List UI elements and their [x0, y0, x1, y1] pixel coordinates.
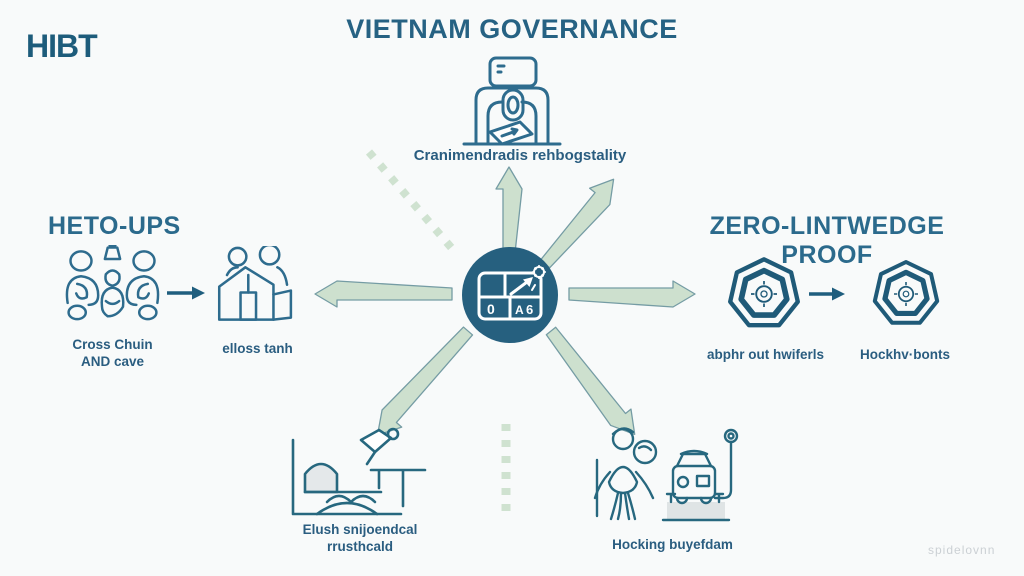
heptagon-shield-icon [872, 260, 940, 325]
right-section-heading: ZERO-LINTWEDGE PROOF [709, 212, 945, 269]
hub-glyph-a: A [515, 303, 524, 317]
person-vehicle-icon [593, 427, 739, 522]
page-title: VIETNAM GOVERNANCE [346, 14, 678, 44]
dashboard-circle-icon: 0 A 6 [462, 247, 558, 343]
arrow-down-right [545, 326, 636, 436]
voting-terminal-icon [462, 56, 562, 146]
watermark: spidelovnn [928, 543, 996, 557]
logo: HIBT [26, 28, 98, 64]
right-node1-label: abphr out hwiferls [706, 347, 824, 362]
research-desk-icon [291, 427, 427, 516]
left-node2-label: elloss tanh [222, 341, 293, 356]
heptagon-shield-icon [728, 257, 800, 328]
right-node2-label: Hockhv·bonts [859, 347, 950, 362]
left-node1-label: Cross Chuin AND cave [72, 337, 153, 369]
arrow-up-right [539, 178, 615, 269]
hub-glyph-6: 6 [526, 302, 533, 317]
bottom-left-node-label: Elush snijoendcal rrusthcald [302, 522, 418, 554]
top-node-label: Cranimendradis rehbogstality [413, 147, 627, 164]
dashed-line-diagonal [365, 149, 459, 255]
group-people-icon [65, 245, 160, 321]
arrow-left [314, 280, 453, 308]
bottom-right-node-label: Hocking buyefdam [612, 537, 733, 552]
arrow-up [495, 166, 523, 254]
arrow-right [568, 280, 696, 308]
left-section-heading: HETO-UPS [48, 212, 181, 240]
house-people-icon [217, 246, 293, 321]
hub-glyph-0: 0 [487, 301, 495, 317]
